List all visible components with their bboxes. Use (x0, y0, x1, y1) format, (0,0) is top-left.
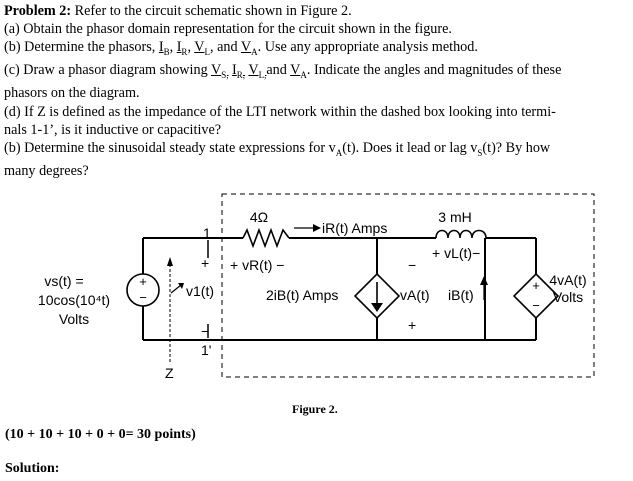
phasor-ib: IB (158, 39, 170, 58)
terminal-minus: − (201, 323, 209, 339)
up-arrow-icon (480, 276, 488, 285)
part-b2-line2: many degrees? (4, 163, 89, 180)
part-d-line2: nals 1-1’, is it inductive or capacitive… (4, 121, 222, 138)
part-d-line1: (d) If Z is defined as the impedance of … (4, 103, 556, 120)
z-label: Z (165, 365, 174, 381)
vcvs-plus: + (532, 278, 540, 293)
phasor-va: VA (240, 39, 258, 58)
inductor-label: 3 mH (438, 209, 471, 225)
dashed-box (221, 193, 595, 378)
solution-heading: Solution: (5, 461, 60, 476)
problem-intro: Refer to the circuit schematic shown in … (71, 3, 352, 19)
down-arrow-icon (371, 303, 383, 312)
vcvs-label-line1: 4vA(t) (549, 272, 586, 288)
part-c-line2: phasors on the diagram. (4, 85, 140, 102)
va-label: vA(t) (400, 287, 430, 303)
part-a: (a) Obtain the phasor domain representat… (4, 21, 452, 38)
dependent-voltage-source (512, 272, 560, 320)
ib-label: iB(t) (448, 287, 474, 303)
problem-heading: Problem 2: (4, 3, 72, 19)
terminal-1prime-label: 1' (201, 342, 211, 358)
vcvs-minus: − (532, 298, 540, 313)
points-line: (10 + 10 + 10 + 0 + 0= 30 points) (5, 427, 196, 442)
ir-label: iR(t) Amps (322, 220, 387, 236)
phasor-ir-c: IR, (232, 62, 246, 81)
vcvs-label-line2: Volts (553, 289, 583, 305)
inductor-symbol (435, 229, 487, 239)
problem-text: Problem 2: Refer to the circuit schemati… (4, 2, 630, 180)
part-b1-text: (b) Determine the phasors, (4, 39, 159, 56)
figure-caption: Figure 2. (292, 402, 338, 416)
voltage-source (126, 273, 160, 307)
va-minus: − (408, 257, 416, 273)
phasor-vl: VL (194, 39, 211, 58)
ccs-label: 2iB(t) Amps (266, 287, 338, 303)
part-b1: (b) Determine the phasors, IB, IR, VL, a… (4, 39, 478, 58)
va-plus: + (408, 317, 416, 333)
vl-label: + vL(t)− (432, 245, 480, 261)
vs-label-line3: Volts (59, 311, 89, 327)
v1-label: v1(t) (186, 283, 214, 299)
phasor-va-c: VA (290, 62, 307, 81)
vs-label-line2: 10cos(10⁴t) (38, 292, 110, 308)
vs-plus: + (139, 274, 147, 289)
vr-label: + vR(t) − (230, 257, 284, 273)
phasor-ir: IR (176, 39, 188, 58)
terminal-1-label: 1 (203, 225, 211, 241)
terminal-plus: + (201, 255, 209, 271)
small-arrow-icon (178, 283, 184, 289)
phasor-vl-c: VL, (248, 62, 267, 81)
wires (142, 237, 537, 341)
part-b2: (b) Determine the sinusoidal steady stat… (4, 140, 551, 158)
problem-line-intro: Problem 2: Refer to the circuit schemati… (4, 2, 630, 20)
vs-minus: − (139, 290, 147, 305)
resistor-label: 4Ω (250, 209, 268, 225)
z-arrow-icon (167, 257, 173, 266)
resistor-symbol (242, 227, 290, 249)
vs-label-line1: vs(t) = (44, 273, 83, 289)
right-arrow-icon (313, 224, 321, 232)
part-c: (c) Draw a phasor diagram showing VS, IR… (4, 62, 562, 81)
phasor-vs: VS, (210, 62, 229, 81)
